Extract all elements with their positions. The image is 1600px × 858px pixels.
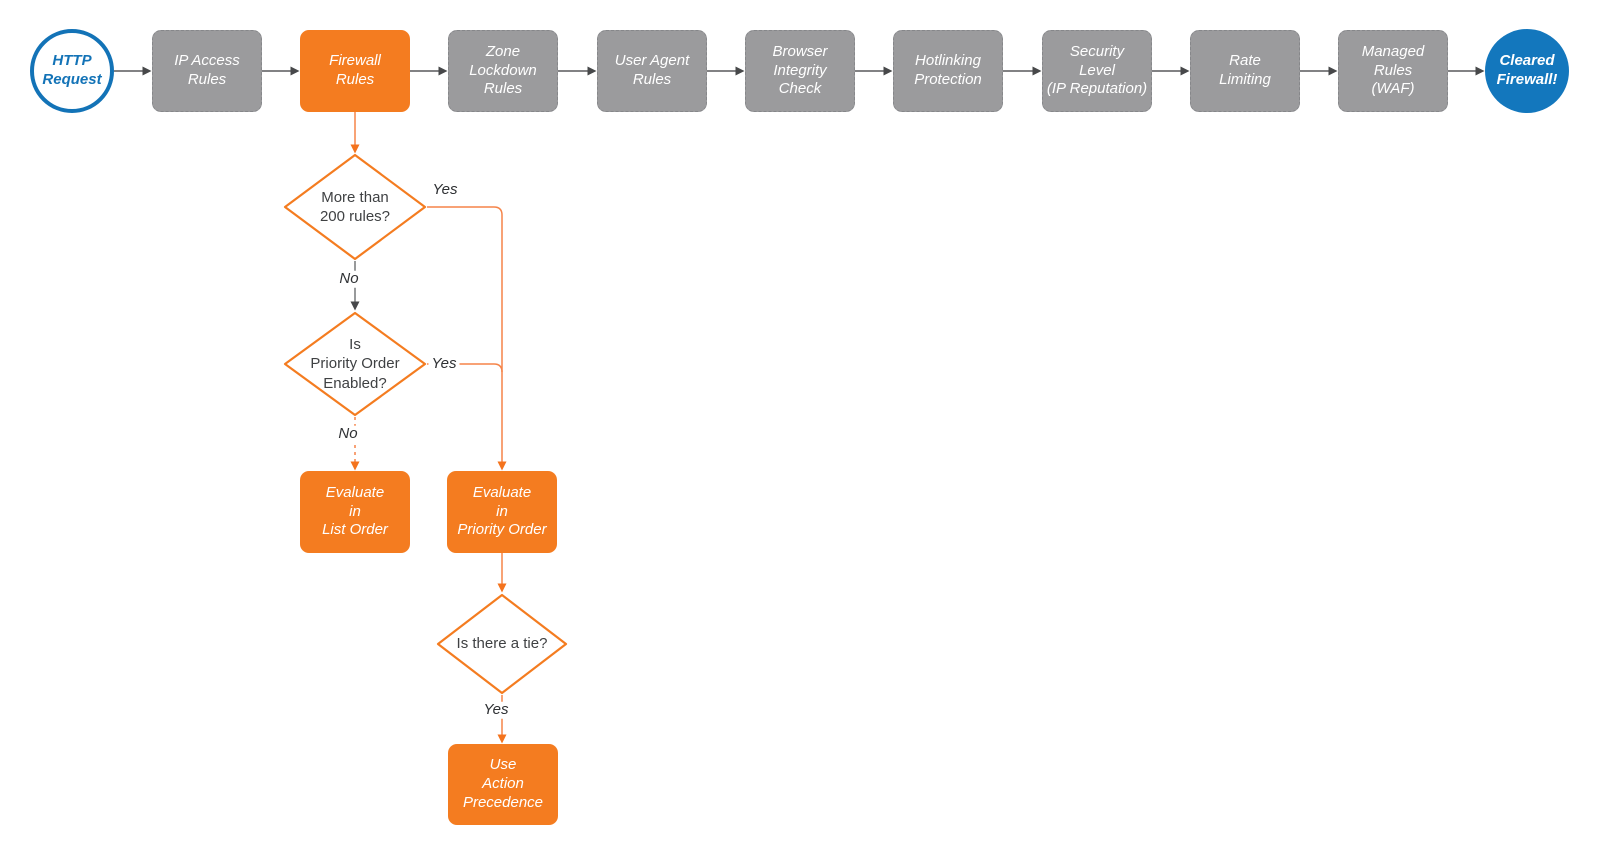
stage-managed-rules-waf[interactable]: Managed Rules (WAF) [1338,30,1448,112]
action-evaluate-in-priority-order[interactable]: Evaluate in Priority Order [447,471,557,553]
decision-more-than-200-rules[interactable]: More than 200 rules? [283,153,427,261]
diamond-shape [283,153,427,261]
start-node-label: HTTP Request [42,52,102,88]
stage-label: Security Level (IP Reputation) [1046,42,1148,98]
stage-browser-integrity-check[interactable]: Browser Integrity Check [745,30,855,112]
stage-label: Zone Lockdown Rules [469,42,537,98]
diamond-shape [283,311,427,417]
decision-label: Is there a tie? [456,635,548,653]
decision-is-there-a-tie[interactable]: Is there a tie? [436,593,568,695]
decision-priority-order-enabled[interactable]: Is Priority Order Enabled? [283,311,427,417]
edge-label-yes-3: Yes [480,701,512,719]
stage-label: Browser Integrity Check [772,42,828,98]
edge-label-yes-1: Yes [429,181,461,199]
stage-ip-access-rules[interactable]: IP Access Rules [152,30,262,112]
stage-label: IP Access Rules [174,52,240,88]
stage-zone-lockdown-rules[interactable]: Zone Lockdown Rules [448,30,558,112]
start-node-http-request[interactable]: HTTP Request [30,29,114,113]
stage-hotlinking-protection[interactable]: Hotlinking Protection [893,30,1003,112]
stage-user-agent-rules[interactable]: User Agent Rules [597,30,707,112]
edge-label-yes-2: Yes [428,355,460,373]
stage-label: User Agent Rules [614,52,690,88]
stage-label: Firewall Rules [329,52,381,88]
decision-label: More than 200 rules? [319,188,391,226]
diamond-shape [436,593,568,695]
decision-label: Is Priority Order Enabled? [310,335,400,392]
stage-label: Rate Limiting [1219,52,1271,88]
action-use-action-precedence[interactable]: Use Action Precedence [448,744,558,825]
end-node-label: Cleared Firewall! [1496,52,1558,88]
edge-label-no-2: No [335,425,361,443]
stage-rate-limiting[interactable]: Rate Limiting [1190,30,1300,112]
end-node-cleared-firewall[interactable]: Cleared Firewall! [1485,29,1569,113]
action-label: Evaluate in Priority Order [457,483,547,539]
edge-label-no-1: No [336,270,362,288]
stage-label: Hotlinking Protection [914,52,982,88]
stage-label: Managed Rules (WAF) [1361,42,1425,98]
edge-decision1-yes [427,206,507,471]
stage-security-level[interactable]: Security Level (IP Reputation) [1042,30,1152,112]
action-label: Use Action Precedence [462,756,544,811]
action-evaluate-in-list-order[interactable]: Evaluate in List Order [300,471,410,553]
action-label: Evaluate in List Order [322,483,388,539]
stage-firewall-rules[interactable]: Firewall Rules [300,30,410,112]
